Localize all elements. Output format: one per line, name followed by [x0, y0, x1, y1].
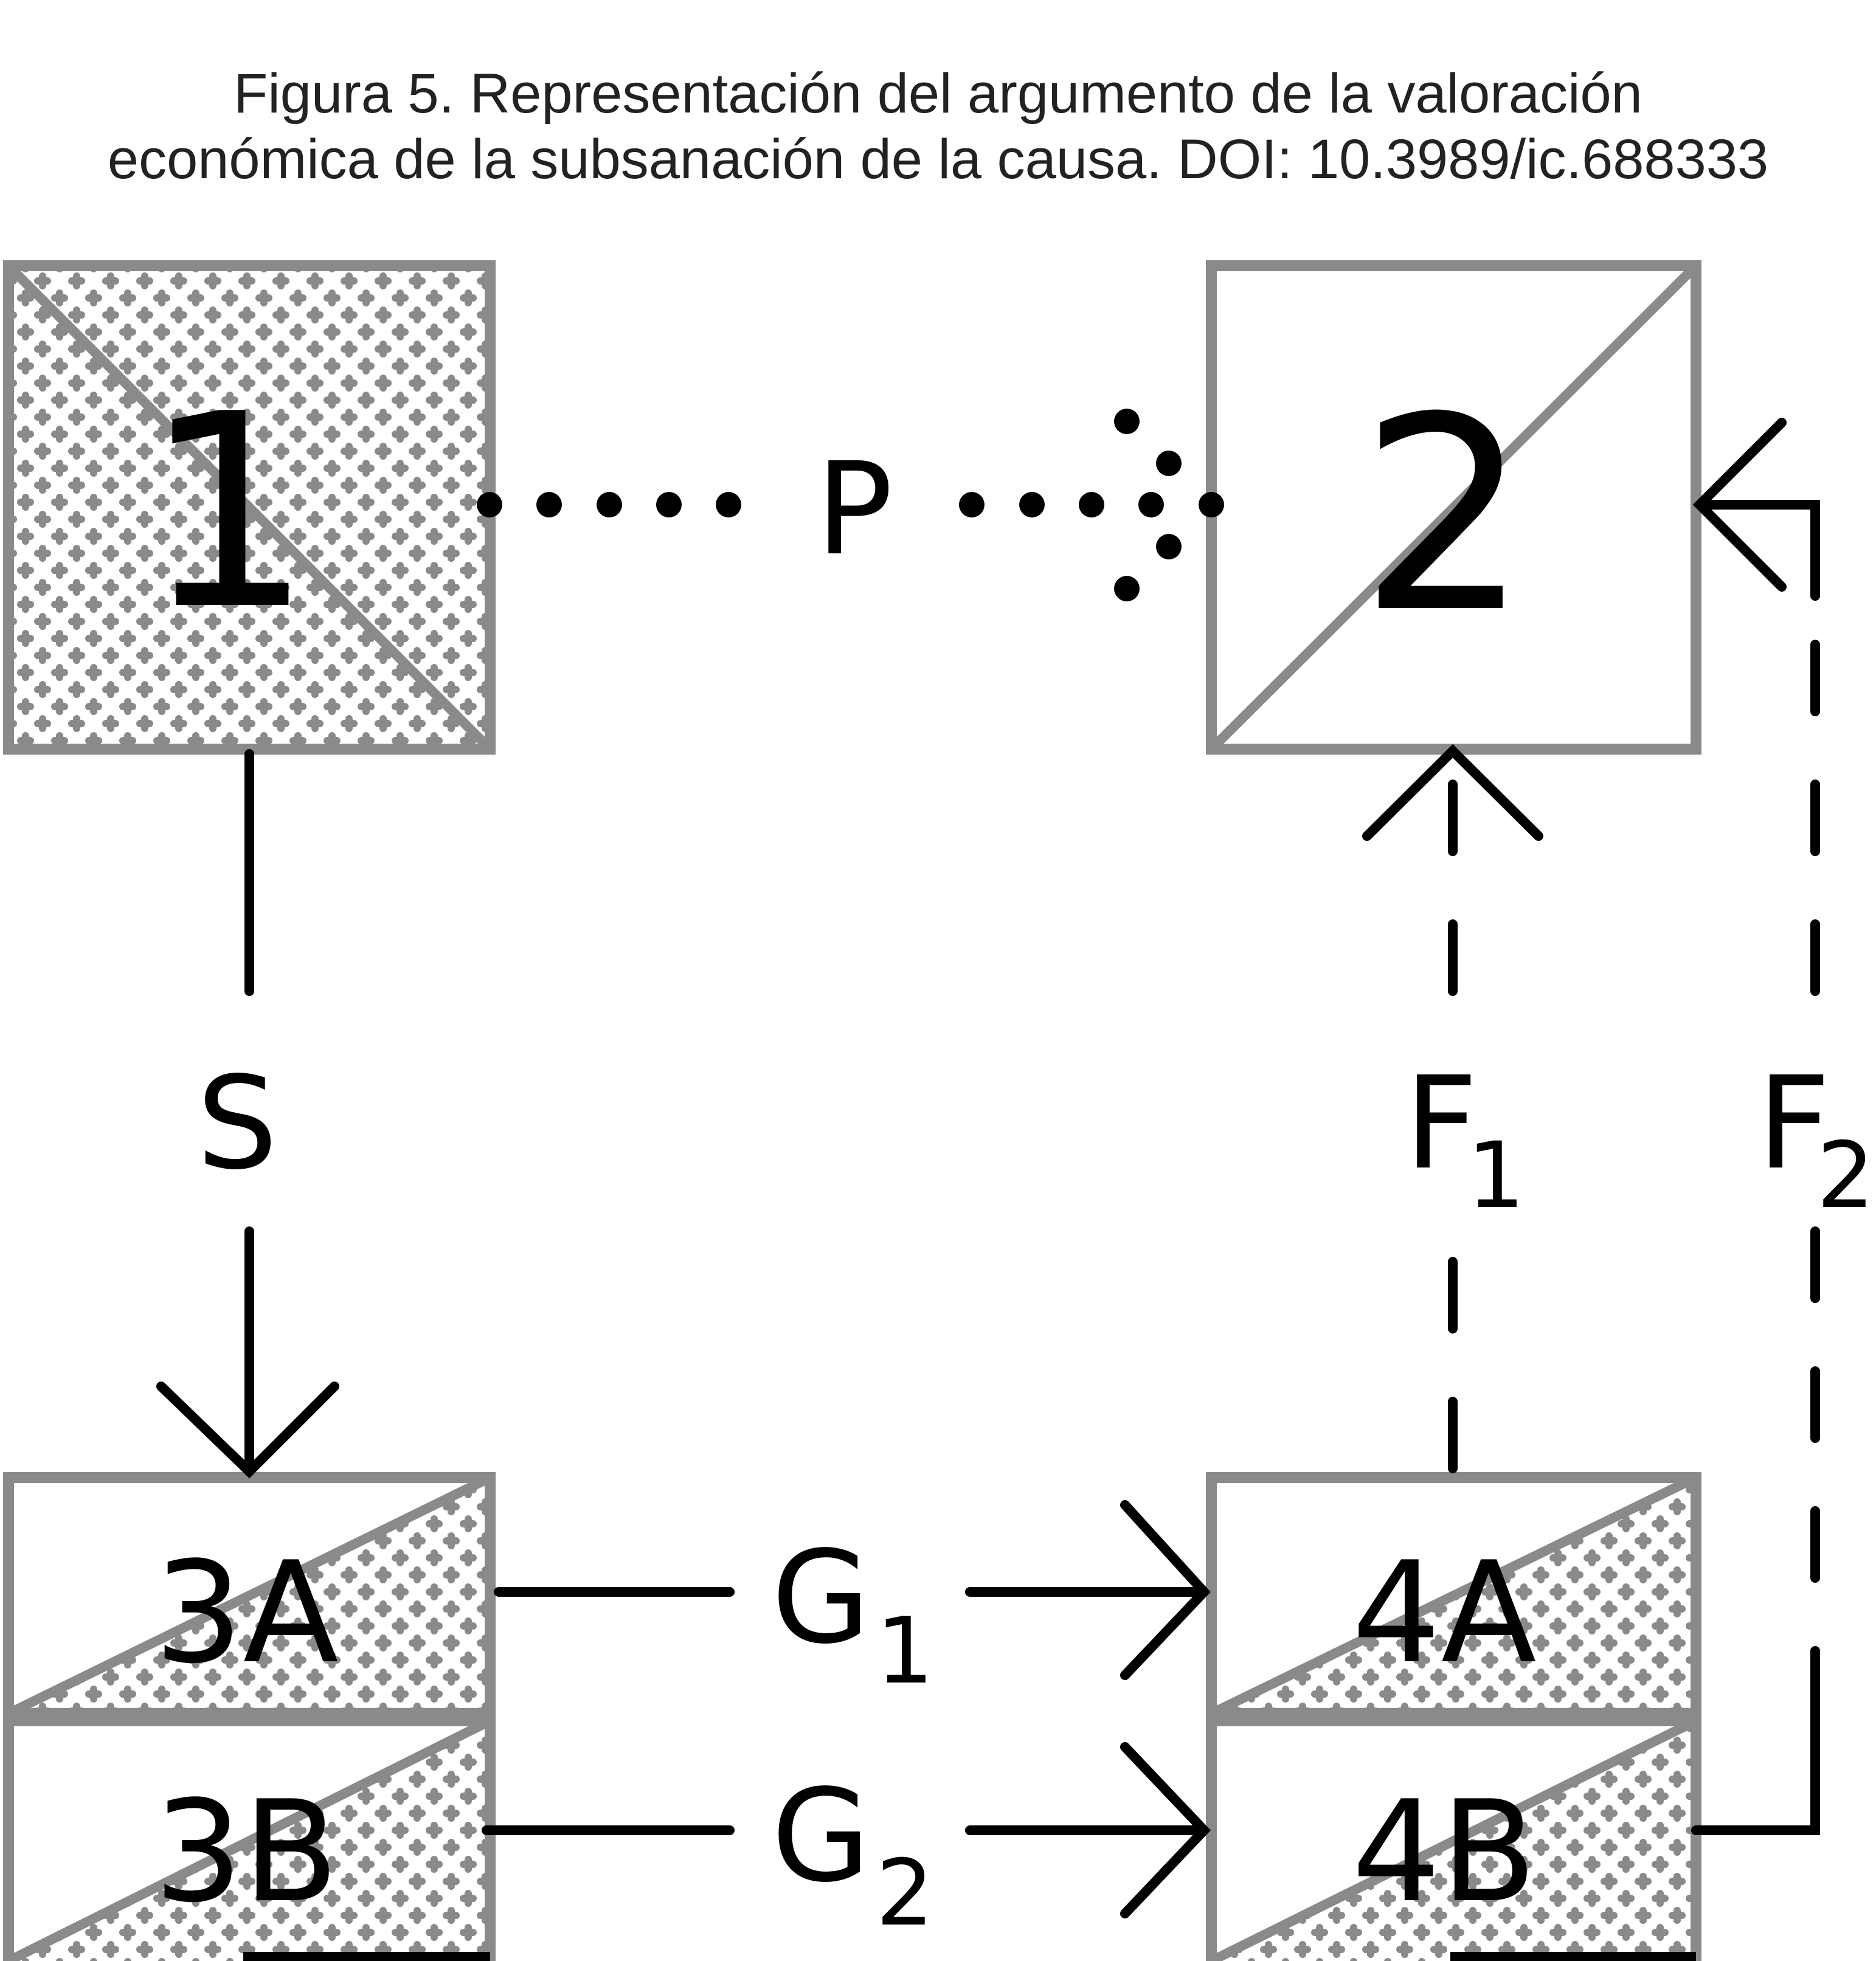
node-3a: 3A: [3, 1472, 496, 1719]
node-3a-diagonal: [6, 1473, 493, 1718]
node-1: 1: [3, 260, 496, 755]
edge-f2-top-connector: [1698, 500, 1820, 601]
edge-f1-subscript: 1: [1467, 1123, 1525, 1229]
node-3a-label: 3A: [154, 1532, 339, 1695]
edge-s: [156, 749, 339, 1479]
edge-g1-arrowhead: [1120, 1500, 1211, 1680]
edge-g2-label: G: [772, 1762, 871, 1911]
figure-caption: Figura 5. Representación del argumento d…: [0, 61, 1876, 192]
edge-f2-label: F: [1757, 1049, 1831, 1198]
node-4a-diagonal: [1209, 1473, 1698, 1718]
node-3b-border: [3, 1715, 496, 1961]
edge-p-dots: [477, 492, 1224, 517]
edge-f1-label: F: [1405, 1049, 1478, 1198]
caption-line-1: Figura 5. Representación del argumento d…: [234, 63, 1642, 125]
edge-p-label: P: [816, 435, 893, 584]
edge-p: P: [477, 409, 1224, 601]
node-4b: 4B: [1206, 1715, 1701, 1961]
caption-line-2: económica de la subsanación de la causa.…: [107, 128, 1769, 190]
node-4b-label: 4B: [1352, 1771, 1537, 1934]
edge-g2-subscript: 2: [876, 1841, 933, 1946]
edge-f2-bottom-connector: [1691, 1713, 1820, 1835]
node-4a-label: 4A: [1352, 1532, 1537, 1695]
node-1-diagonal: [5, 262, 494, 753]
edge-g1: [494, 1500, 1211, 1680]
edge-f2-arrowhead: [1692, 418, 1787, 592]
node-4b-border: [1206, 1715, 1701, 1961]
node-4a-border: [1206, 1472, 1701, 1719]
edge-p-arrowhead: [1114, 409, 1182, 601]
node-2: 2: [1206, 260, 1701, 755]
node-4b-diagonal: [1209, 1716, 1698, 1961]
node-3b-label: 3B: [154, 1771, 339, 1934]
edge-s-arrowhead: [156, 1382, 339, 1479]
edge-f2: [1691, 418, 1820, 1835]
edge-g1-subscript: 1: [876, 1599, 933, 1704]
node-2-label: 2: [1359, 360, 1529, 671]
edge-f2-subscript: 2: [1816, 1123, 1874, 1229]
edge-f1-arrowhead: [1362, 744, 1543, 841]
edge-s-label: S: [196, 1049, 277, 1198]
node-1-label: 1: [143, 357, 313, 668]
node-3b: 3B: [3, 1715, 496, 1961]
node-3b-diagonal: [6, 1716, 493, 1961]
edge-f1: [1362, 744, 1543, 1473]
node-2-diagonal: [1208, 262, 1700, 753]
edge-g1-label: G: [772, 1523, 871, 1672]
node-4a: 4A: [1206, 1472, 1701, 1719]
edge-g2-arrowhead: [1120, 1742, 1211, 1918]
edge-g2: [482, 1742, 1211, 1918]
